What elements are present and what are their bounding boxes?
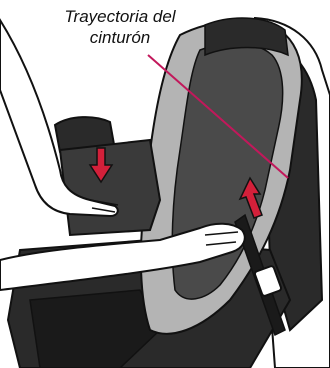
belt-path-label: Trayectoria del cinturón (30, 6, 210, 48)
belt-path-label-line1: Trayectoria del (30, 6, 210, 27)
booster-base (60, 140, 160, 235)
belt-path-label-line2: cinturón (30, 27, 210, 48)
